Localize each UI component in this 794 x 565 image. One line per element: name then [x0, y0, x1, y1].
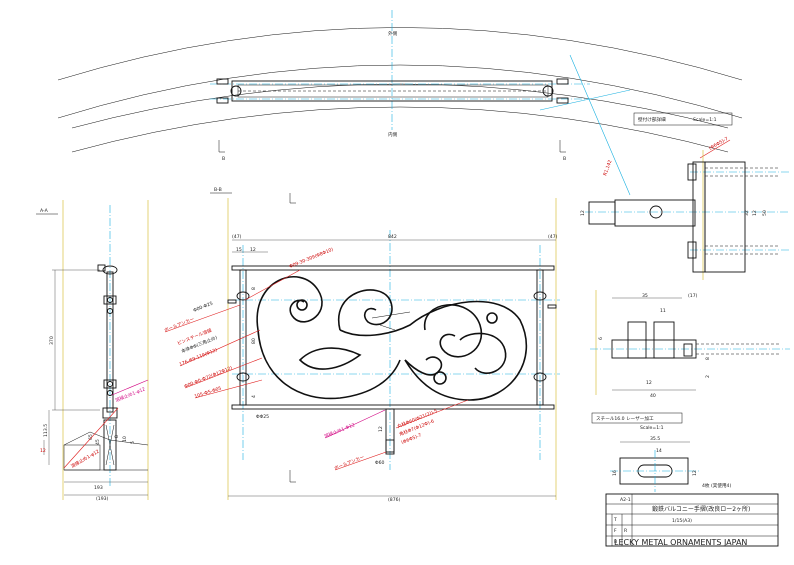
wd-12: 12 — [580, 210, 586, 216]
wd-35: 35 — [642, 293, 648, 299]
bb-label-7: 105-Φ5-Φ05 — [194, 385, 223, 399]
steel-plate: スチール16.0 レーザー加工 Scale=1:1 35.5 14 16 12 … — [591, 412, 731, 492]
drawing-scale: 1/15(A3) — [672, 518, 692, 524]
drawing-no: A2-1 — [620, 497, 631, 503]
plate-14: 14 — [656, 448, 662, 454]
wd-11: 11 — [660, 308, 666, 314]
section-bb-title: B-B — [214, 187, 222, 193]
aa-12-dim: 12 — [40, 448, 46, 454]
bb-47-left: (47) — [232, 234, 242, 240]
bb-label-2: ボールアンカー — [163, 315, 196, 334]
bb-4: 4 — [251, 395, 257, 398]
title-block: A2-1 鍛鉄バルコニー手摺(改良ロー2ヶ所) 1/15(A3) LECKY M… — [605, 493, 779, 547]
bb-label-8: 溶接止め1-Φ12 — [323, 421, 356, 440]
bb-8: 8 — [251, 287, 257, 290]
scroll-ornament — [256, 276, 528, 401]
aa-193p-dim: (193) — [96, 496, 109, 502]
section-aa: A-A 370 113.5 12 45 65 8 10 — [36, 200, 149, 502]
bb-12b: 12 — [378, 426, 384, 432]
wall-detail-title: 壁付け部詳細 — [638, 116, 666, 123]
aa-weld-note: 溶接止め1-φ12 — [114, 385, 146, 403]
wd-8: 8 — [705, 357, 711, 360]
aa-10-dim: 10 — [122, 436, 128, 442]
bb-60: Φ60 — [375, 460, 385, 466]
wd-32: 32 — [744, 210, 750, 216]
aa-height-dim: 370 — [49, 336, 55, 345]
aa-45-dim: 45 — [95, 439, 101, 445]
outer-label: 外側 — [388, 30, 398, 37]
bb-0125: ΦΦ25 — [256, 414, 269, 420]
section-aa-title: A-A — [40, 208, 49, 214]
drawing-name: 鍛鉄バルコニー手摺(改良ロー2ヶ所) — [652, 505, 750, 513]
aa-113-dim: 113.5 — [43, 424, 49, 437]
plate-title: スチール16.0 レーザー加工 — [596, 415, 654, 422]
wall-detail-scale: Scale=1:1 — [693, 117, 717, 123]
bb-15: 15 — [236, 247, 242, 253]
bb-876: (876) — [388, 497, 401, 503]
section-mark-b-left: B — [222, 156, 225, 162]
wd-2: 2 — [705, 375, 711, 378]
plate-35-5: 35.5 — [650, 436, 660, 442]
plate-scale: Scale=1:1 — [640, 425, 664, 431]
bb-label-12: ボールアンカー — [333, 453, 366, 472]
bb-842: 842 — [388, 234, 397, 240]
wd-17: (17) — [688, 293, 698, 299]
plate-12: 12 — [692, 470, 698, 476]
section-bb: B-B — [163, 187, 560, 503]
aa-5-dim: 5 — [130, 441, 136, 444]
wd-12b: 12 — [752, 210, 758, 216]
wd-50: 50 — [762, 210, 768, 216]
section-mark-b-right: B — [563, 156, 566, 162]
grid-t: T — [613, 517, 617, 523]
grid-f: F — [614, 528, 617, 534]
radius-label: R1,142 — [602, 159, 613, 176]
aa-8-dim: 8 — [114, 435, 120, 438]
wd-6: 6 — [598, 337, 604, 340]
aa-65-dim: 65 — [88, 434, 94, 440]
aa-193-dim: 193 — [94, 485, 103, 491]
wd-40: 40 — [650, 393, 656, 399]
bb-label-6: Φ00-Φ0-Φ72(Φ12Φ12) — [184, 365, 234, 390]
bb-12: 12 — [250, 247, 256, 253]
wd-12c: 12 — [646, 380, 652, 386]
bb-label-1: Φ00-Φ25 — [193, 301, 214, 314]
bb-47-right: (47) — [548, 234, 558, 240]
bb-leaders-right: 丸柱Φ60(Φ21(2))-5 角柱Φ7(Φ12Φ)-6 (Φ6Φ5)-7 ボー… — [333, 399, 469, 472]
plate-qty: 4枚 (実使用4) — [702, 482, 731, 489]
wall-detail: 壁付け部詳細 Scale=1:1 (Φ6Φ5)-7 12 32 12 50 35… — [580, 112, 790, 399]
company-name: LECKY METAL ORNAMENTS JAPAN — [614, 538, 747, 547]
plan-view: 外側 内側 B B R1,142 — [57, 10, 743, 196]
bb-80: 80 — [251, 338, 257, 344]
bb-leaders-left: Φ09-30-309(Φ8Φ10) Φ00-Φ25 ボールアンカー ピンスチール… — [163, 247, 386, 440]
grid-r: R — [624, 528, 628, 534]
plate-16: 16 — [612, 470, 618, 476]
aa-anchor-note: 溶接止め1-φ12 — [70, 448, 101, 470]
grid-b: B — [614, 539, 617, 545]
inner-label: 内側 — [388, 131, 398, 138]
